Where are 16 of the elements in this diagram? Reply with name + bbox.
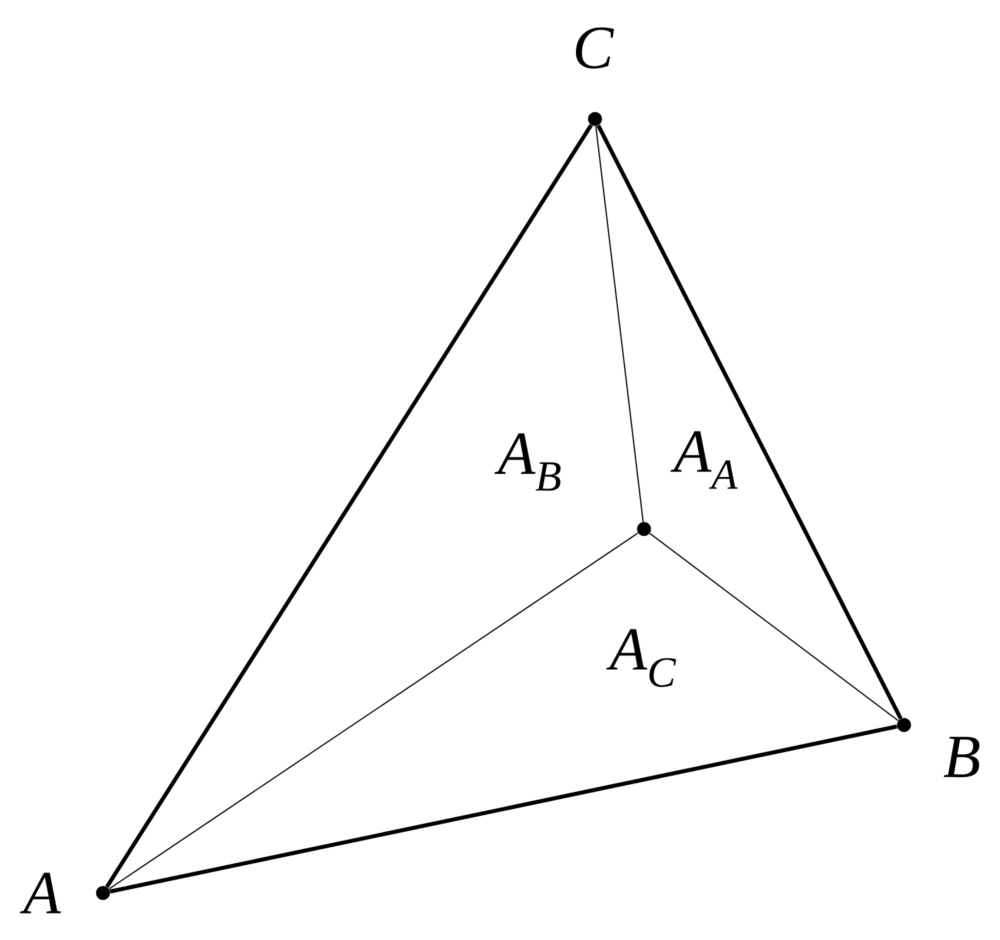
point-dot [588,112,602,126]
vertex-label: B [944,736,980,778]
point-dot [897,718,911,732]
line [596,124,902,720]
vertex-label: A [20,872,61,914]
vertex-label: C [576,27,614,69]
line [105,124,593,888]
area-label: A$_{B}$ [494,433,561,491]
line [108,532,638,890]
line [110,724,898,894]
point-dot [96,886,110,900]
area-label: A$_{C}$ [606,629,676,687]
line [649,532,899,722]
line [595,126,644,522]
area-label: A$_{A}$ [670,431,738,489]
point-dot [637,522,651,536]
